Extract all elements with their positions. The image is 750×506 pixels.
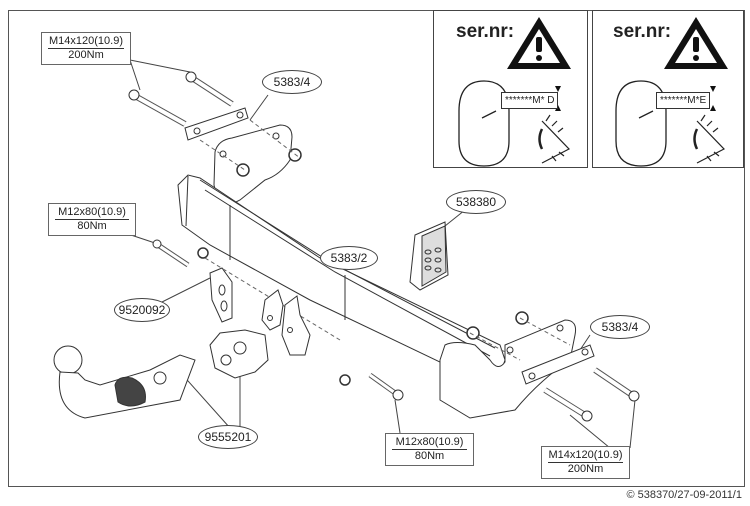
bolt-m12-mid-left <box>152 239 209 268</box>
bolt-torque: 200Nm <box>567 463 604 475</box>
bolt-m14-bottom-right-1 <box>543 387 593 422</box>
bracket-plate-bottom-right <box>521 344 595 385</box>
serial-code-d: *******M* D <box>501 92 559 109</box>
warning-triangle-icon <box>507 17 571 69</box>
side-bracket-right <box>439 311 576 419</box>
bolt-m14-bottom-right-2 <box>593 367 640 402</box>
towbar-receiver <box>209 329 269 379</box>
serial-number-title: ser.nr: <box>456 21 515 42</box>
warning-triangle-icon <box>664 17 728 69</box>
part-label-electrical-kit: 538380 <box>446 190 506 214</box>
serial-number-title: ser.nr: <box>613 21 672 42</box>
center-mount-plates <box>261 289 351 386</box>
bolt-m14-top-left-1 <box>128 89 187 127</box>
part-label-towball: 9555201 <box>198 425 258 449</box>
bolt-torque: 80Nm <box>77 220 107 232</box>
warning-panel-drawing <box>458 17 571 167</box>
part-label-bracket-right: 5383/4 <box>590 315 650 339</box>
eye-icon <box>538 114 570 164</box>
electrical-kit <box>409 221 449 291</box>
bolt-spec-mid-left: M12x80(10.9) 80Nm <box>48 203 136 236</box>
part-label-side-bracket: 9520092 <box>114 298 170 322</box>
bolt-torque: 200Nm <box>68 49 104 61</box>
towball-neck <box>53 345 196 419</box>
copyright-notice: © 538370/27-09-2011/1 <box>626 489 742 501</box>
side-bracket-left <box>199 119 302 211</box>
bolt-m14-top-left-2 <box>185 71 234 107</box>
bolt-torque: 80Nm <box>414 450 445 462</box>
bracket-plate-top-left <box>184 107 249 141</box>
bolt-spec-bottom-right: M14x120(10.9) 200Nm <box>541 446 630 479</box>
bolt-size: M14x120(10.9) <box>548 449 623 463</box>
diagram-frame <box>8 10 745 487</box>
warning-panel-d: ser.nr: *******M* D <box>433 10 588 168</box>
serial-code-e: *******M*E <box>656 92 711 109</box>
bolt-spec-top-left: M14x120(10.9) 200Nm <box>41 32 131 65</box>
bolt-m12-bottom-center <box>368 372 404 401</box>
eye-icon <box>693 114 725 164</box>
bolt-size: M14x120(10.9) <box>48 35 124 49</box>
bolt-size: M12x80(10.9) <box>392 436 467 450</box>
warning-panel-drawing <box>615 17 728 167</box>
bolt-size: M12x80(10.9) <box>55 206 129 220</box>
bolt-spec-bottom-center: M12x80(10.9) 80Nm <box>385 433 474 466</box>
part-label-bracket-left: 5383/4 <box>262 70 322 94</box>
warning-panel-e: ser.nr: *******M*E <box>592 10 744 168</box>
arrow-marks <box>710 86 716 111</box>
part-label-crossbar: 5383/2 <box>320 246 378 270</box>
